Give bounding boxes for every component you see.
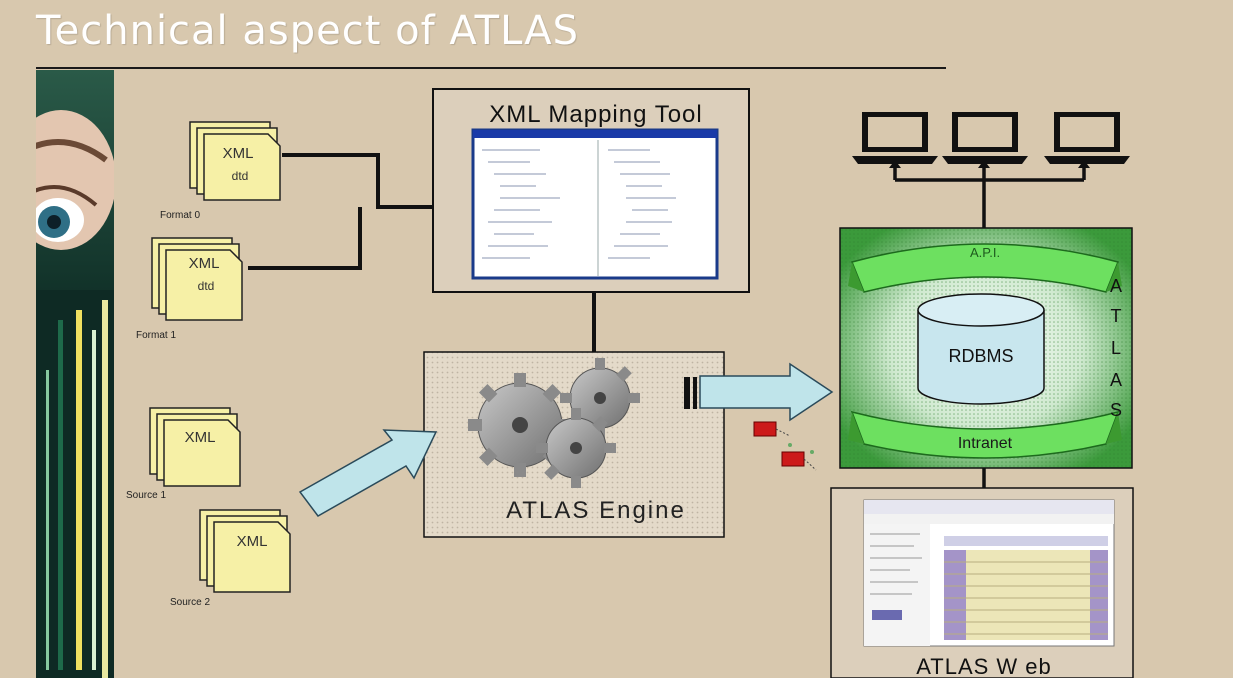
laptop-icon: [1044, 112, 1130, 164]
atlas-core-box: A.P.I. RDBMS Intranet A T L A S: [839, 227, 1133, 469]
api-ribbon: [848, 243, 1122, 293]
atlas-letter-a2: A: [1110, 370, 1122, 390]
engine-title: ATLAS Engine: [506, 497, 686, 524]
laptop-icon: [942, 112, 1028, 164]
format-1-document-icon: XML dtd: [151, 237, 243, 321]
atlas-letter-s: S: [1110, 400, 1122, 420]
format-0-caption: Format 0: [160, 210, 200, 221]
client-connectors: [893, 165, 1086, 228]
web-title: ATLAS W eb: [916, 654, 1052, 678]
format-0-line2: dtd: [232, 169, 249, 183]
atlas-web-screenshot-image: [863, 499, 1115, 647]
format-1-line2: dtd: [198, 279, 215, 293]
mapping-tool-title: XML Mapping Tool: [489, 101, 702, 128]
intranet-ribbon: [848, 410, 1122, 459]
format-connectors: [248, 153, 460, 270]
source-2-document-icon: XML: [199, 509, 291, 593]
db-label: RDBMS: [948, 346, 1013, 366]
atlas-web-box: ATLAS W eb: [830, 487, 1134, 678]
gears-icon: [468, 358, 640, 488]
network-packet-icon: [753, 421, 817, 471]
format-0-line1: XML: [223, 145, 254, 162]
engine-to-atlas-arrow: [684, 362, 834, 422]
sources-to-engine-arrow: [298, 429, 438, 517]
atlas-letter-a1: A: [1110, 276, 1122, 296]
eye-photo-strip: [36, 70, 114, 678]
source-1-document-icon: XML: [149, 407, 241, 487]
source-2-caption: Source 2: [170, 597, 210, 608]
format-1-caption: Format 1: [136, 330, 176, 341]
source-2-line1: XML: [237, 533, 268, 550]
atlas-letter-t: T: [1111, 306, 1122, 326]
slide-title: Technical aspect of ATLAS: [36, 8, 580, 54]
database-icon: [917, 293, 1045, 405]
api-label: A.P.I.: [970, 245, 1000, 260]
format-0-document-icon: XML dtd: [189, 121, 281, 201]
source-1-caption: Source 1: [126, 490, 166, 501]
intranet-label: Intranet: [958, 435, 1013, 452]
atlas-engine-box: ATLAS Engine: [423, 351, 725, 538]
title-divider: [36, 67, 946, 69]
laptop-icon: [852, 112, 938, 164]
format-1-line1: XML: [189, 255, 220, 272]
xml-mapping-tool-box: XML Mapping Tool: [432, 88, 750, 293]
atlas-letter-l: L: [1111, 338, 1121, 358]
mapping-tool-window-image: [471, 128, 719, 280]
source-1-line1: XML: [185, 429, 216, 446]
